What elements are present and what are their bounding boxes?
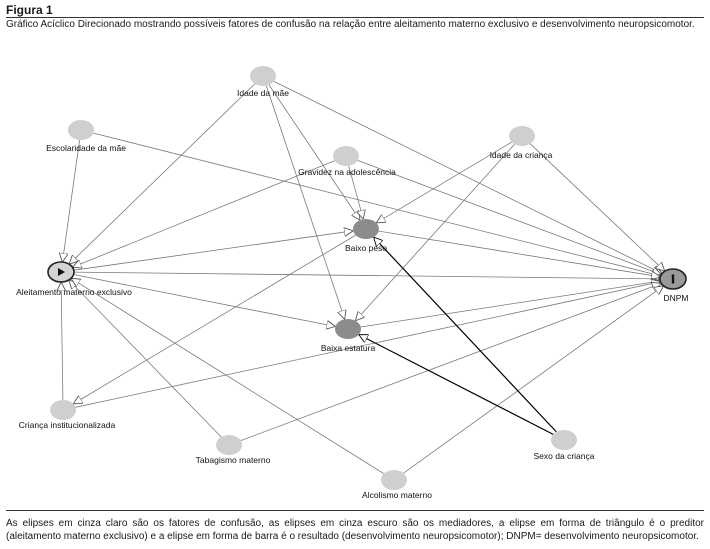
edge-aleitamento-to-baixo_peso <box>73 231 353 271</box>
node-sexo_crianca-ellipse <box>551 430 577 450</box>
node-idade_mae-ellipse <box>250 66 276 86</box>
edge-aleitamento-to-dnpm <box>73 271 660 279</box>
node-crianca_inst-ellipse <box>50 400 76 420</box>
node-alcoolismo-ellipse <box>381 470 407 490</box>
edge-escolaridade_mae-to-dnpm <box>93 132 660 276</box>
node-alcoolismo-label: Alcolismo materno <box>362 490 432 500</box>
edges-layer <box>61 81 665 475</box>
figure-label: Figura 1 <box>6 3 53 17</box>
edge-idade_mae-to-aleitamento <box>69 83 256 264</box>
node-dnpm-label: DNPM <box>663 293 688 303</box>
node-escolaridade_mae-ellipse <box>68 120 94 140</box>
edge-sexo_crianca-to-baixa_estatura <box>359 334 554 435</box>
node-baixo_peso: Baixo peso <box>345 219 387 253</box>
edge-baixa_estatura-to-dnpm <box>360 281 661 328</box>
edge-idade_mae-to-baixo_peso <box>268 84 360 220</box>
node-idade_mae: Idade da mãe <box>237 66 289 98</box>
node-baixo_peso-ellipse <box>353 219 379 239</box>
node-baixo_peso-label: Baixo peso <box>345 243 387 253</box>
node-gravidez_adolescencia: Gravidez na adolescência <box>298 146 396 177</box>
node-escolaridade_mae-label: Escolaridade da mãe <box>46 143 126 153</box>
triangle-icon <box>58 268 65 276</box>
figure-title: Gráfico Acíclico Direcionado mostrando p… <box>6 19 695 30</box>
node-dnpm: DNPM <box>659 268 689 303</box>
node-baixa_estatura-label: Baixa estatura <box>321 343 376 353</box>
node-tabagismo: Tabagismo materno <box>196 435 271 465</box>
bar-icon <box>671 274 675 284</box>
edge-tabagismo-to-aleitamento <box>69 280 222 438</box>
top-rule <box>6 17 704 18</box>
node-escolaridade_mae: Escolaridade da mãe <box>46 120 126 153</box>
edge-baixo_peso-to-crianca_inst <box>73 234 356 404</box>
edge-idade_crianca-to-baixo_peso <box>376 141 512 223</box>
node-baixa_estatura-ellipse <box>335 319 361 339</box>
node-idade_crianca: Idade da criança <box>490 126 553 160</box>
node-sexo_crianca-label: Sexo da criança <box>534 451 595 461</box>
node-sexo_crianca: Sexo da criança <box>534 430 595 461</box>
node-idade_mae-label: Idade da mãe <box>237 88 289 98</box>
edge-gravidez_adolescencia-to-aleitamento <box>73 160 335 268</box>
bottom-rule <box>6 510 704 511</box>
node-aleitamento: Aleitamento materno exclusivo <box>16 261 132 297</box>
node-aleitamento-label: Aleitamento materno exclusivo <box>16 287 132 297</box>
edge-tabagismo-to-dnpm <box>240 283 662 441</box>
node-baixa_estatura: Baixa estatura <box>321 319 376 353</box>
node-gravidez_adolescencia-label: Gravidez na adolescência <box>298 167 396 177</box>
node-idade_crianca-ellipse <box>509 126 535 146</box>
node-crianca_inst: Criança institucionalizada <box>19 400 116 430</box>
edge-crianca_inst-to-aleitamento <box>61 282 63 401</box>
node-gravidez_adolescencia-ellipse <box>333 146 359 166</box>
node-alcoolismo: Alcolismo materno <box>362 470 432 500</box>
node-idade_crianca-label: Idade da criança <box>490 150 553 160</box>
node-tabagismo-ellipse <box>216 435 242 455</box>
figure-footnote: As elipses em cinza claro são os fatores… <box>6 518 704 542</box>
edge-idade_mae-to-baixa_estatura <box>265 85 344 320</box>
edge-gravidez_adolescencia-to-baixo_peso <box>348 165 364 219</box>
edge-gravidez_adolescencia-to-dnpm <box>357 160 662 274</box>
edge-baixo_peso-to-dnpm <box>378 230 661 277</box>
edge-sexo_crianca-to-baixo_peso <box>374 237 557 433</box>
edge-escolaridade_mae-to-aleitamento <box>62 139 80 262</box>
edge-idade_mae-to-dnpm <box>273 81 662 273</box>
edge-idade_crianca-to-baixa_estatura <box>355 143 515 321</box>
node-tabagismo-label: Tabagismo materno <box>196 455 271 465</box>
edge-alcoolismo-to-dnpm <box>403 286 664 474</box>
edge-crianca_inst-to-dnpm <box>75 282 661 408</box>
edge-aleitamento-to-baixa_estatura <box>73 274 336 327</box>
node-crianca_inst-label: Criança institucionalizada <box>19 420 116 430</box>
edge-idade_crianca-to-dnpm <box>529 143 665 271</box>
edge-alcoolismo-to-aleitamento <box>71 278 385 475</box>
